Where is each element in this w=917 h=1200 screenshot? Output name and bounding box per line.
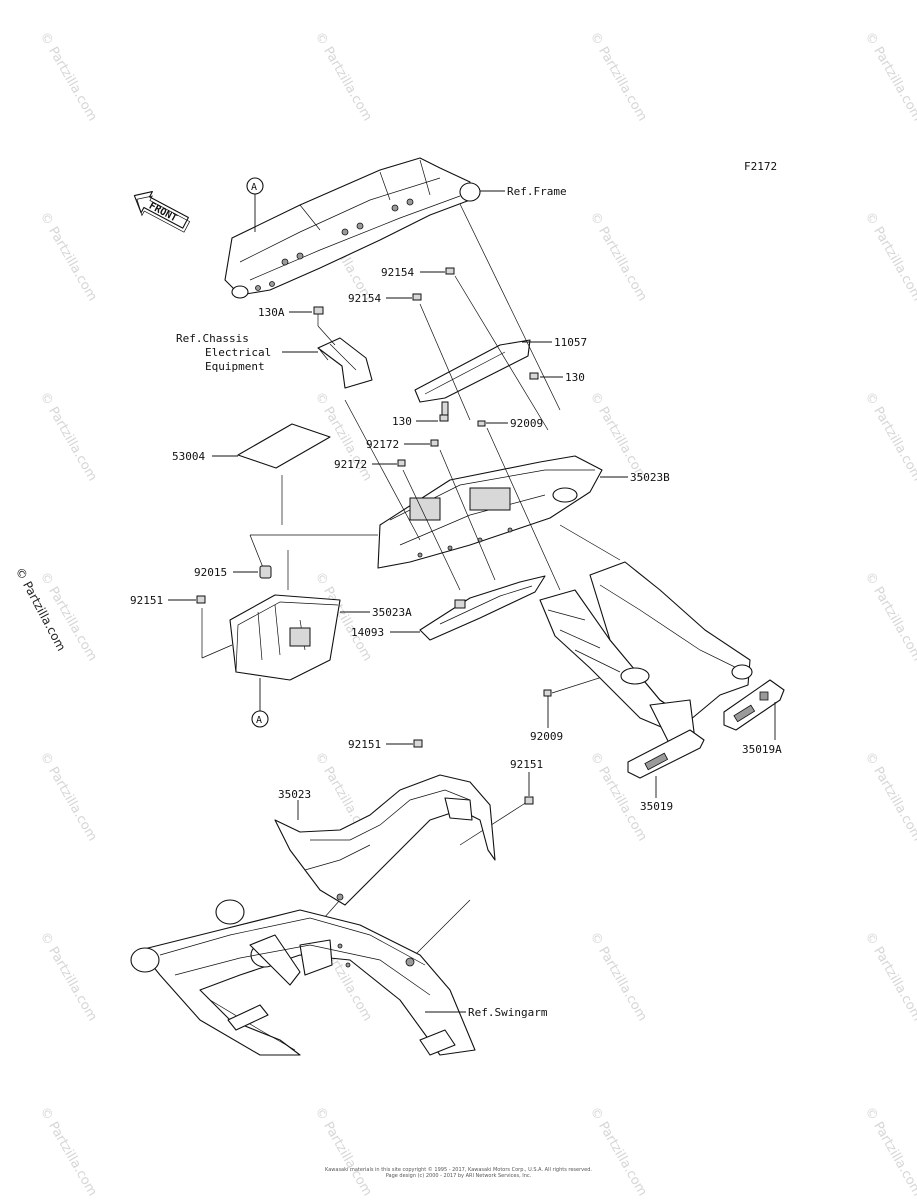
tray-35023B — [377, 455, 603, 569]
watermark-text: © Partzilla.com — [862, 930, 917, 1024]
footer-line1: Kawasaki materials in this site copyrigh… — [325, 1167, 592, 1173]
bolt-130-left-icon — [439, 414, 449, 422]
ref-chassis-line1: Ref.Chassis — [176, 332, 249, 345]
rear-fender-assembly — [539, 561, 753, 746]
figure-code: F2172 — [744, 160, 777, 173]
watermark-text: © Partzilla.com — [37, 210, 100, 304]
watermark-text: © Partzilla.com — [37, 390, 100, 484]
part-92009-top: 92009 — [510, 417, 543, 430]
watermark-text: © Partzilla.com — [312, 1105, 375, 1199]
part-35023A: 35023A — [372, 606, 412, 619]
bolt-92151-left-icon — [196, 595, 206, 604]
watermark-text: © Partzilla.com — [37, 750, 100, 844]
watermark-text: © Partzilla.com — [587, 210, 650, 304]
part-92172-top: 92172 — [366, 438, 399, 451]
bracket-35019 — [627, 729, 705, 779]
watermark-text: © Partzilla.com — [587, 1105, 650, 1199]
swingarm — [130, 899, 476, 1056]
ref-swingarm-label: Ref.Swingarm — [468, 1006, 548, 1019]
part-92154-mid: 92154 — [348, 292, 381, 305]
watermark-text: © Partzilla.com — [37, 930, 100, 1024]
box-35023A — [229, 594, 341, 681]
svg-text:A: A — [256, 715, 262, 726]
watermark-text: © Partzilla.com — [862, 1105, 917, 1199]
part-35023B: 35023B — [630, 471, 670, 484]
ref-chassis-line3: Equipment — [205, 360, 265, 373]
part-92151-right: 92151 — [510, 758, 543, 771]
ref-chassis-line2: Electrical — [205, 346, 271, 359]
bolt-92172-top-icon — [430, 439, 439, 447]
part-35019A: 35019A — [742, 743, 782, 756]
watermark-text: © Partzilla.com — [862, 30, 917, 124]
part-35023: 35023 — [278, 788, 311, 801]
part-130A: 130A — [258, 306, 285, 319]
watermark-text: © Partzilla.com — [862, 570, 917, 664]
part-11057: 11057 — [554, 336, 587, 349]
watermark-text: © Partzilla.com — [862, 390, 917, 484]
bolt-92151-mid-icon — [413, 739, 423, 748]
bolt-92151-right-icon — [524, 796, 534, 805]
front-arrow-icon: FRONT — [133, 191, 191, 233]
watermark-text: © Partzilla.com — [587, 30, 650, 124]
bushing-92015-icon — [259, 565, 272, 579]
ref-frame-label: Ref.Frame — [507, 185, 567, 198]
part-130-right: 130 — [565, 371, 585, 384]
watermark-text: © Partzilla.com — [862, 750, 917, 844]
watermark-text: © Partzilla.com — [862, 210, 917, 304]
watermark-text: © Partzilla.com — [37, 1105, 100, 1199]
bolt-92172-left-icon — [397, 459, 406, 467]
clip-92009-bottom-icon — [543, 689, 552, 697]
bolt-130-right-icon — [529, 372, 539, 380]
bolt-92154-top-icon — [445, 267, 455, 275]
watermark-text: © Partzilla.com — [312, 30, 375, 124]
cover-14093 — [419, 575, 546, 641]
part-92172-left: 92172 — [334, 458, 367, 471]
inner-fender-35023 — [274, 774, 496, 906]
copyright-footer: Kawasaki materials in this site copyrigh… — [0, 1167, 917, 1179]
part-92015: 92015 — [194, 566, 227, 579]
part-92151-mid: 92151 — [348, 738, 381, 751]
watermark-text: © Partzilla.com — [587, 930, 650, 1024]
footer-line2: Page design (c) 2000 - 2017 by ARI Netwo… — [385, 1173, 532, 1179]
frame-assembly — [224, 157, 481, 299]
bolt-92154-mid-icon — [412, 293, 422, 301]
part-130-left: 130 — [392, 415, 412, 428]
part-35019: 35019 — [640, 800, 673, 813]
callout-a-bottom: A — [251, 678, 269, 728]
part-53004: 53004 — [172, 450, 205, 463]
chassis-electrical-bracket — [317, 337, 373, 389]
part-92009-bottom: 92009 — [530, 730, 563, 743]
part-92154-top: 92154 — [381, 266, 414, 279]
part-14093: 14093 — [351, 626, 384, 639]
callout-a-top: A — [246, 177, 264, 232]
bracket-35019A — [723, 679, 785, 731]
part-92151-left: 92151 — [130, 594, 163, 607]
bracket-11057 — [414, 339, 531, 417]
bolt-130A-icon — [313, 306, 324, 326]
clip-92009-top-icon — [477, 420, 486, 427]
pad-53004 — [237, 423, 331, 469]
watermark-text: © Partzilla.com — [37, 30, 100, 124]
svg-text:A: A — [251, 182, 257, 193]
